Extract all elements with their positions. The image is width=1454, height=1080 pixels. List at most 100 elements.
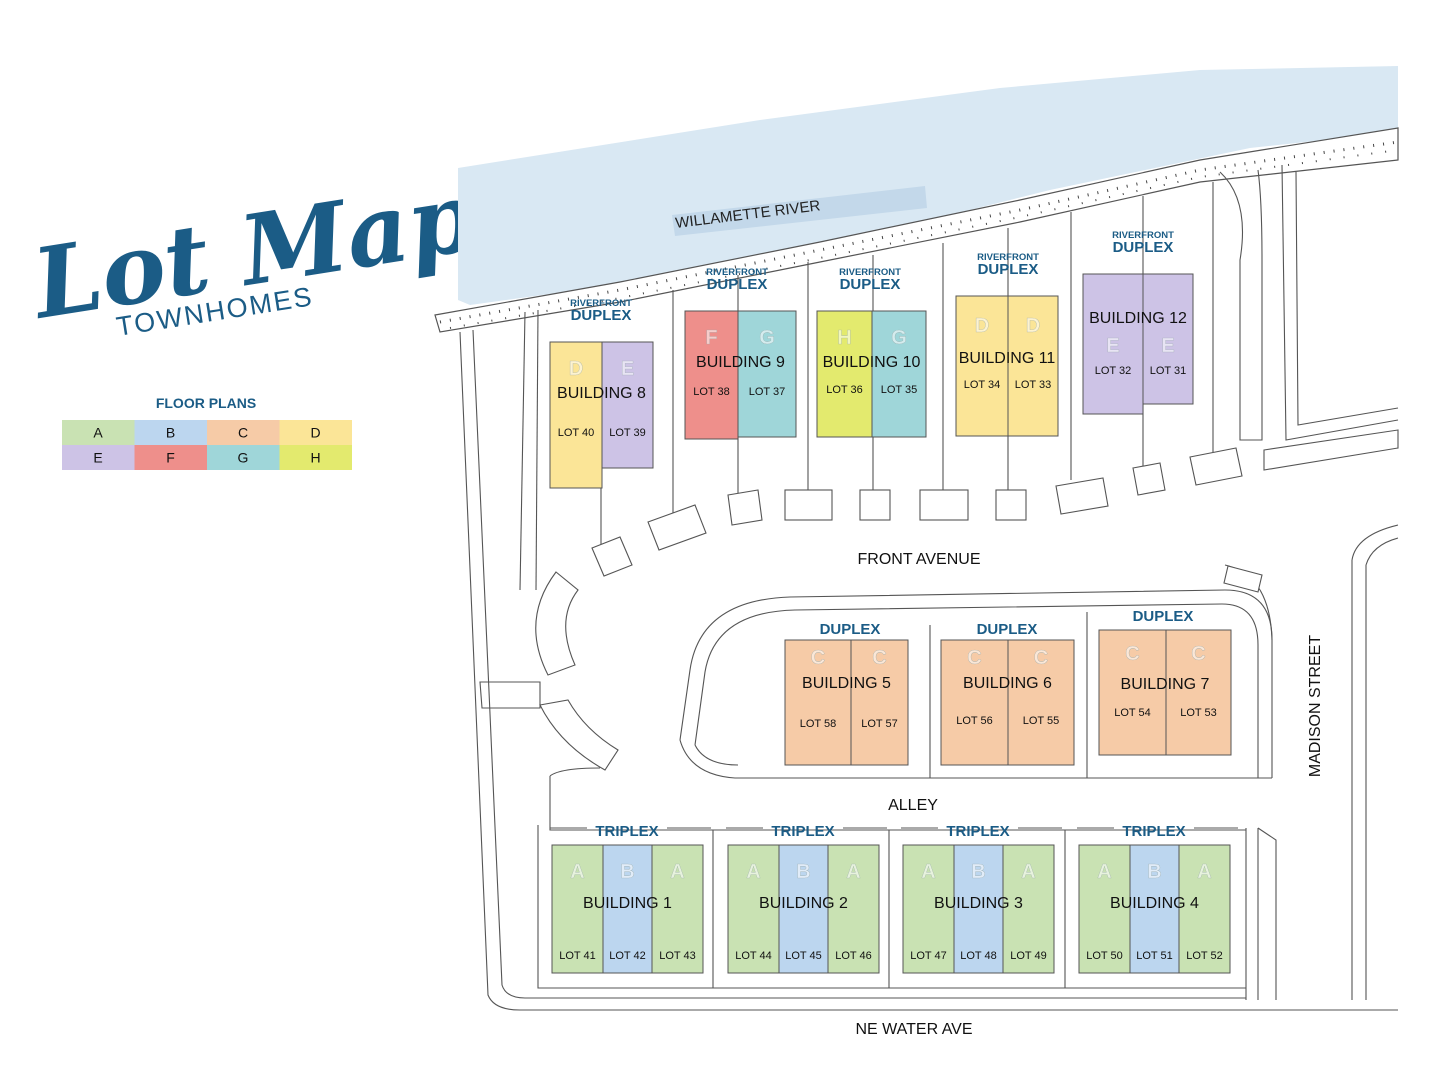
unit-plan-letter: A <box>846 861 860 883</box>
unit-lot-label: LOT 49 <box>1010 950 1047 962</box>
unit-footprint <box>940 639 1009 766</box>
building-type: DUPLEX <box>571 307 632 324</box>
unit-lot-label: LOT 46 <box>835 950 872 962</box>
unit-plan-letter: C <box>1191 643 1205 665</box>
unit-footprint <box>955 295 1009 437</box>
lot-unit[interactable]: E LOT 32 <box>1082 273 1144 415</box>
unit-plan-letter: B <box>971 861 985 883</box>
garages <box>591 447 1263 593</box>
lot-unit[interactable]: B LOT 45 <box>778 844 829 974</box>
building-name: BUILDING 4 <box>1110 895 1199 912</box>
unit-lot-label: LOT 44 <box>735 950 772 962</box>
unit-lot-label: LOT 50 <box>1086 950 1123 962</box>
lot-unit[interactable]: A LOT 43 <box>651 844 704 974</box>
building-type-small: RIVERFRONT <box>706 267 768 278</box>
legend-swatch <box>279 445 352 470</box>
unit-lot-label: LOT 57 <box>861 718 898 730</box>
logo: Lot Map TOWNHOMES <box>23 160 483 342</box>
unit-footprint <box>651 844 704 974</box>
unit-plan-letter: A <box>670 861 684 883</box>
unit-lot-label: LOT 41 <box>559 950 596 962</box>
legend-swatch <box>62 420 135 445</box>
unit-plan-letter: F <box>705 327 717 349</box>
unit-lot-label: LOT 43 <box>659 950 696 962</box>
unit-plan-letter: E <box>1106 335 1119 357</box>
legend-swatch <box>134 445 207 470</box>
legend-item-h: H <box>279 445 352 470</box>
unit-lot-label: LOT 47 <box>910 950 947 962</box>
unit-footprint <box>778 844 829 974</box>
unit-footprint <box>827 844 880 974</box>
unit-footprint <box>549 341 603 489</box>
unit-plan-letter: A <box>921 861 935 883</box>
unit-plan-letter: B <box>796 861 810 883</box>
unit-plan-letter: C <box>872 647 886 669</box>
building-name: BUILDING 8 <box>557 385 646 402</box>
unit-footprint <box>953 844 1004 974</box>
unit-plan-letter: G <box>891 327 907 349</box>
lot-unit[interactable]: A LOT 44 <box>727 844 780 974</box>
riverbank-trail <box>434 127 1399 333</box>
lot-unit[interactable]: C LOT 57 <box>850 639 909 766</box>
unit-footprint <box>1129 844 1180 974</box>
legend-label: C <box>238 425 248 441</box>
building-name: BUILDING 9 <box>696 354 785 371</box>
legend-item-d: D <box>279 420 352 445</box>
river-label-band <box>672 186 927 236</box>
unit-plan-letter: A <box>746 861 760 883</box>
unit-plan-letter: E <box>1161 335 1174 357</box>
unit-footprint <box>1178 844 1231 974</box>
unit-lot-label: LOT 33 <box>1015 379 1052 391</box>
unit-footprint <box>1098 629 1167 756</box>
building-name: BUILDING 10 <box>823 354 921 371</box>
lot-unit[interactable]: B LOT 48 <box>953 844 1004 974</box>
unit-lot-label: LOT 48 <box>960 950 997 962</box>
front-avenue-label: FRONT AVENUE <box>858 551 981 568</box>
legend-label: E <box>93 450 102 466</box>
unit-footprint <box>551 844 604 974</box>
building-type: DUPLEX <box>977 621 1038 638</box>
unit-lot-label: LOT 38 <box>693 386 730 398</box>
legend-swatch <box>207 445 280 470</box>
ne-water-ave-label: NE WATER AVE <box>855 1021 972 1038</box>
madison-street-label: MADISON STREET <box>1307 635 1324 777</box>
unit-plan-letter: C <box>967 647 981 669</box>
unit-lot-label: LOT 45 <box>785 950 822 962</box>
legend-label: G <box>238 450 249 466</box>
legend-label: F <box>166 450 175 466</box>
lot-unit[interactable]: A LOT 47 <box>902 844 955 974</box>
unit-lot-label: LOT 32 <box>1095 365 1132 377</box>
lot-unit[interactable]: A LOT 46 <box>827 844 880 974</box>
lot-unit[interactable]: F LOT 38 <box>684 310 739 440</box>
building-type-small: RIVERFRONT <box>570 298 632 309</box>
legend-item-g: G <box>207 445 280 470</box>
unit-footprint <box>601 341 654 469</box>
unit-footprint <box>1002 844 1055 974</box>
building-type-small: RIVERFRONT <box>839 267 901 278</box>
building-type: DUPLEX <box>1113 239 1174 256</box>
site-lines <box>459 164 1399 1011</box>
building-type: DUPLEX <box>840 276 901 293</box>
alley-label: ALLEY <box>888 797 938 814</box>
